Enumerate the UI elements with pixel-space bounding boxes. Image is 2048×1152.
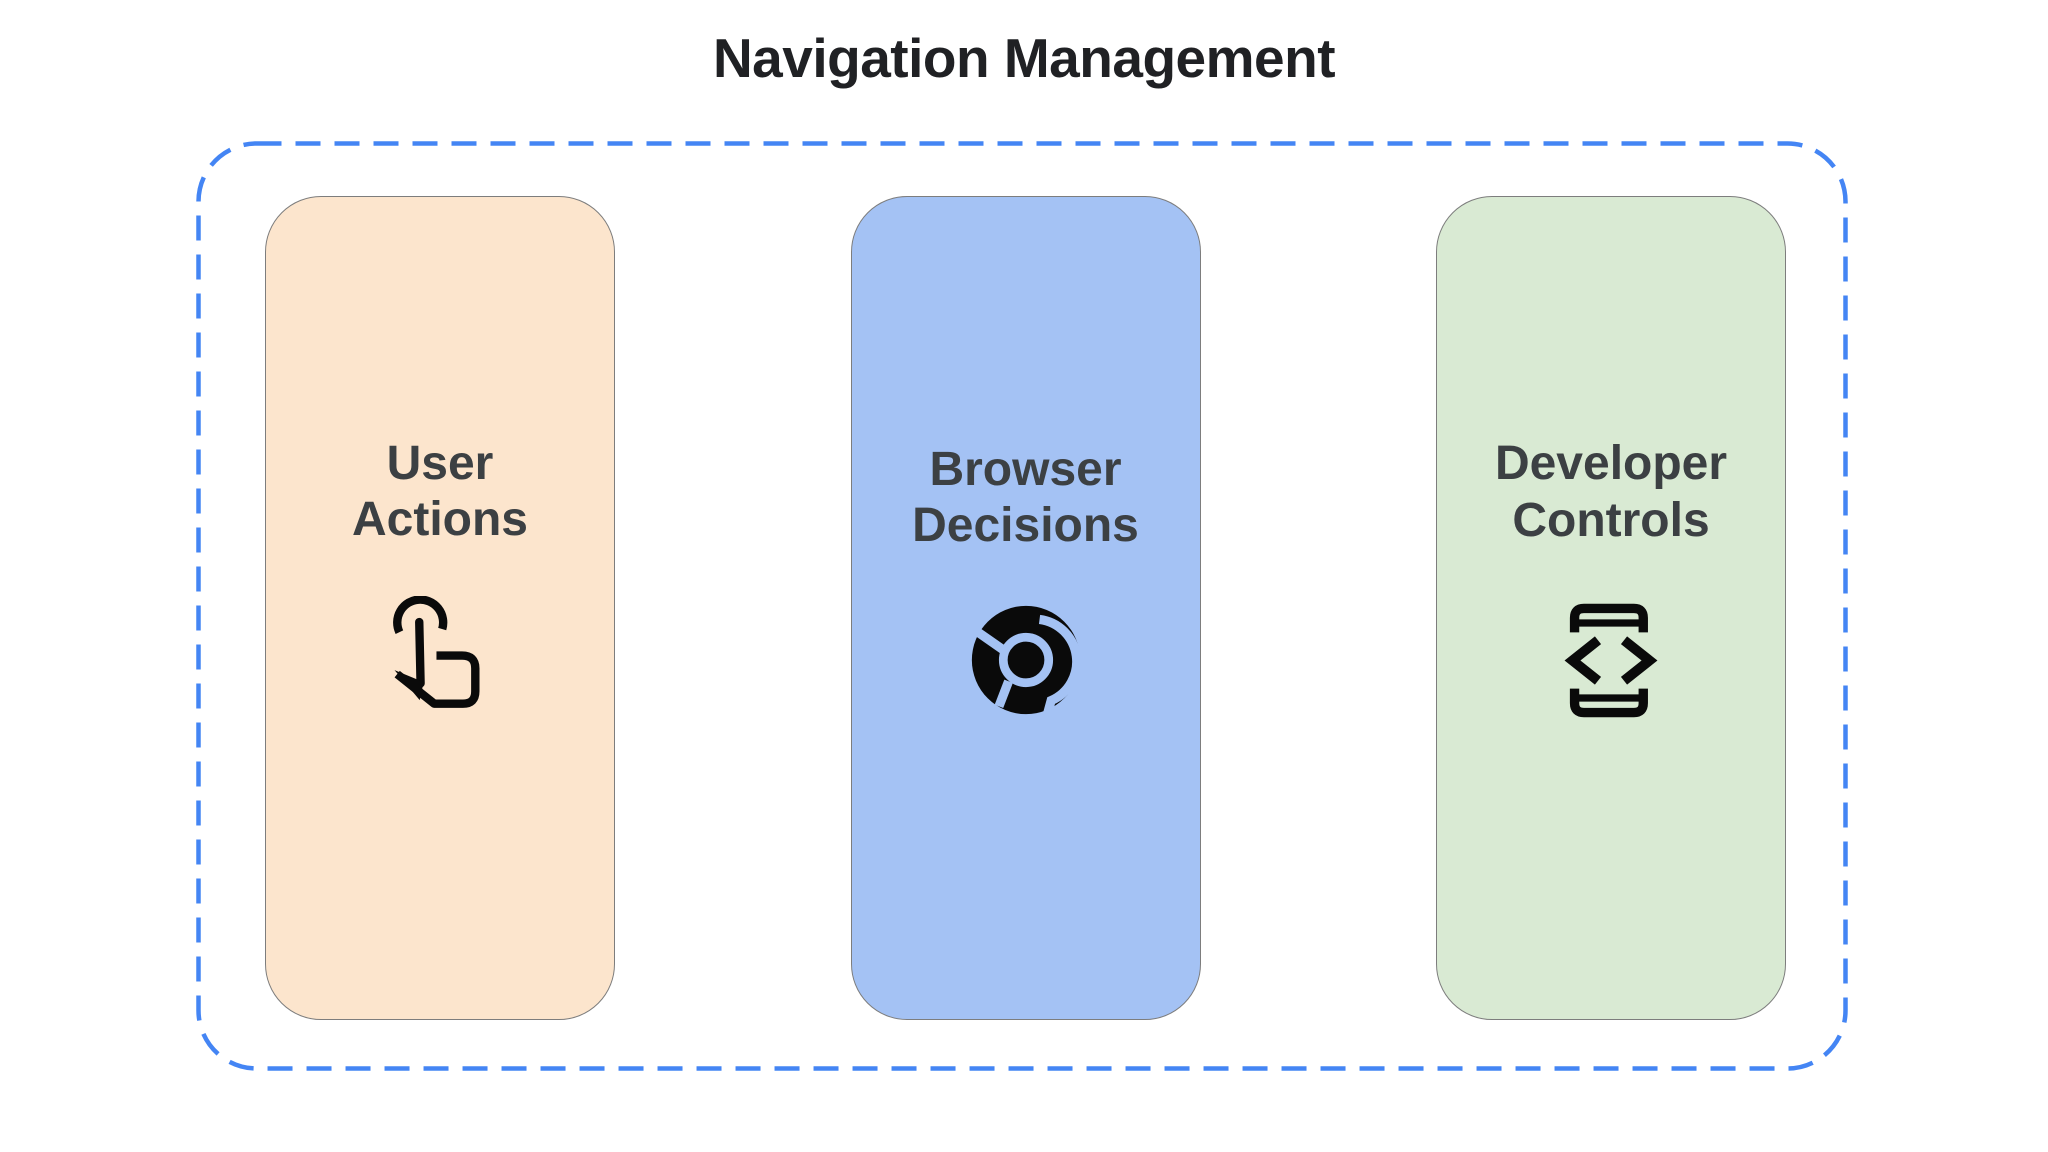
dashed-group-border xyxy=(196,141,1848,1071)
tap-gesture-icon xyxy=(393,596,480,709)
card-browser-decisions: Browser Decisions xyxy=(850,196,1201,1020)
diagram-title: Navigation Management xyxy=(712,27,1336,89)
card-label: Developer Controls xyxy=(1494,437,1728,547)
card-developer-controls: Developer Controls xyxy=(1436,196,1786,1020)
navigation-management-group: User Actions Browser Decisions xyxy=(196,141,1848,1071)
card-label: Browser Decisions xyxy=(912,442,1139,552)
card-user-actions: User Actions xyxy=(265,196,615,1020)
cards-row: User Actions Browser Decisions xyxy=(196,141,1848,1071)
card-label: User Actions xyxy=(351,436,528,546)
developer-mode-icon xyxy=(1564,603,1658,717)
chrome-logo-icon xyxy=(971,606,1081,719)
